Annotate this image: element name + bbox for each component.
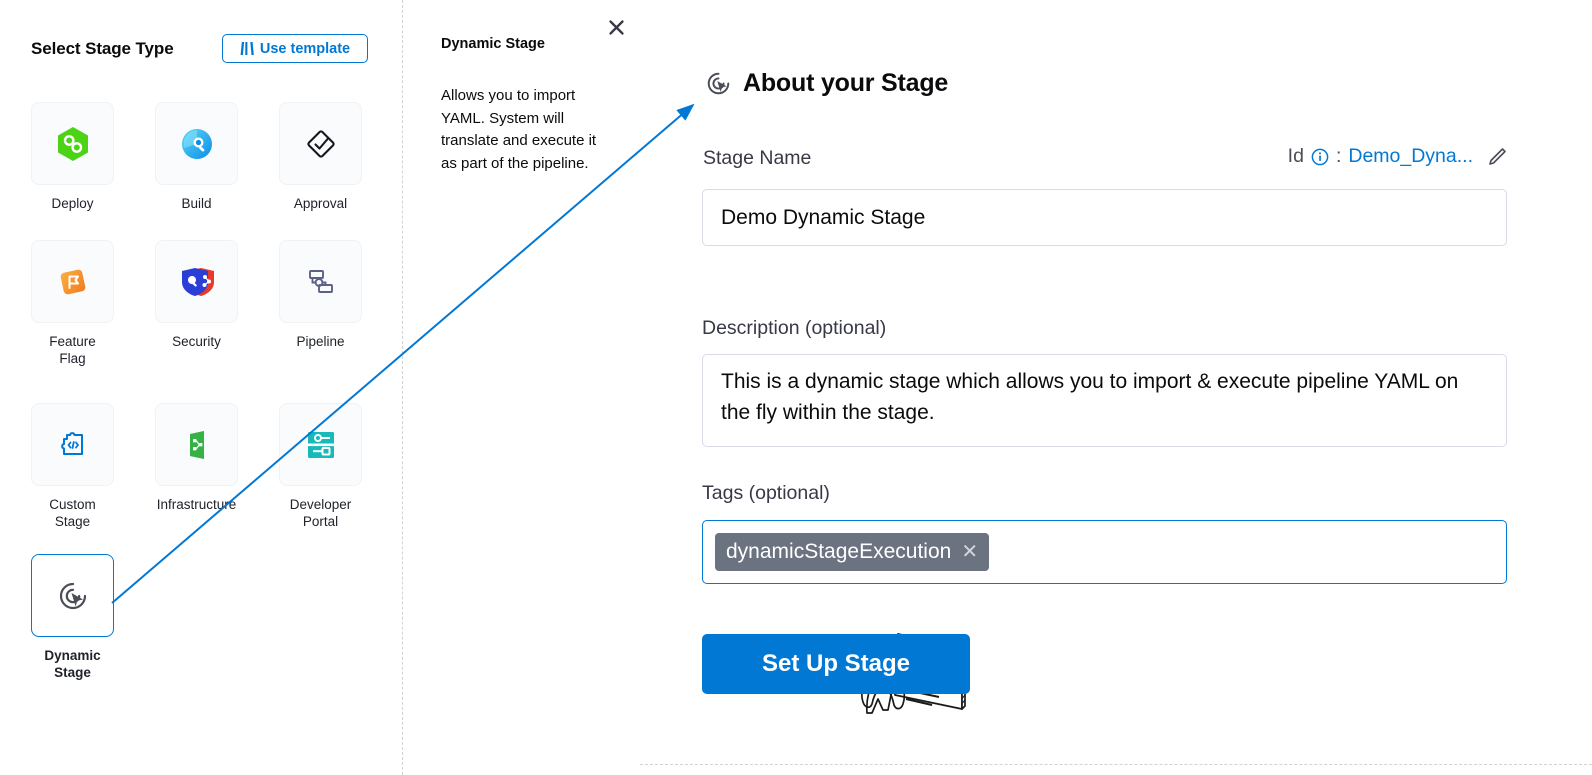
stage-card[interactable] [31,403,114,486]
tags-label: Tags (optional) [702,482,830,505]
infrastructure-cube-icon [181,428,213,462]
page-title: Select Stage Type [31,39,174,59]
security-shields-icon [178,265,216,299]
stage-info-panel: Dynamic Stage Allows you to import YAML.… [403,0,639,775]
pipeline-nodes-icon [304,265,338,299]
stage-type-dynamic-stage[interactable]: Dynamic Stage [31,554,114,681]
stage-type-label: Feature Flag [49,333,96,367]
stage-type-label: Developer Portal [290,496,352,530]
stage-type-infrastructure[interactable]: Infrastructure [155,403,238,530]
stage-name-label-row: Stage Name Id : Demo_Dyna... [703,145,1508,177]
use-template-label: Use template [260,41,350,57]
stage-type-row: Deploy [31,102,371,212]
approval-diamond-check-icon [303,126,339,162]
use-template-button[interactable]: Use template [222,34,368,63]
stage-type-label: Security [172,333,221,350]
stage-card[interactable] [31,102,114,185]
stage-id-block[interactable]: Id : Demo_Dyna... [1288,145,1508,168]
stage-type-build[interactable]: Build [155,102,238,212]
stage-type-label: Build [181,195,211,212]
stage-type-label: Pipeline [296,333,344,350]
set-up-stage-button[interactable]: Set Up Stage [702,634,970,694]
stage-info-description: Allows you to import YAML. System will t… [441,85,606,175]
stage-name-label: Stage Name [703,147,811,170]
about-heading-row: About your Stage [703,68,948,99]
left-panel-header: Select Stage Type Use template [31,36,371,66]
stage-type-grid: Deploy [31,102,371,692]
stage-card[interactable] [279,240,362,323]
page-heading: About your Stage [743,69,948,98]
bottom-divider [640,764,1592,765]
stage-type-label: Approval [294,195,347,212]
select-stage-type-panel: Select Stage Type Use template [0,0,402,775]
dynamic-stage-cursor-target-icon [54,577,92,615]
stage-id-separator: : [1336,145,1341,168]
stage-type-custom-stage[interactable]: Custom Stage [31,403,114,530]
close-small-icon[interactable]: ✕ [961,542,978,562]
stage-type-pipeline[interactable]: Pipeline [279,240,362,367]
developer-portal-panel-icon [304,429,338,461]
dynamic-stage-cursor-target-icon [703,68,734,99]
stage-card[interactable] [31,240,114,323]
stage-card[interactable] [279,403,362,486]
feature-flag-icon [55,264,91,300]
stage-info-title: Dynamic Stage [441,36,545,52]
close-icon[interactable] [603,14,629,40]
stage-type-row: Feature Flag [31,240,371,367]
template-bars-icon [240,42,255,55]
tag-chip-label: dynamicStageExecution [726,540,951,564]
stage-type-label: Infrastructure [157,496,237,513]
tag-chip: dynamicStageExecution ✕ [715,533,989,571]
stage-card[interactable] [155,403,238,486]
stage-type-deploy[interactable]: Deploy [31,102,114,212]
deploy-hexagon-infinity-icon [55,125,91,163]
build-magnifier-circle-icon [179,126,215,162]
stage-card[interactable] [279,102,362,185]
description-label: Description (optional) [702,317,886,340]
stage-type-approval[interactable]: Approval [279,102,362,212]
stage-card[interactable] [155,240,238,323]
stage-type-row: Dynamic Stage [31,554,371,681]
tags-input[interactable]: dynamicStageExecution ✕ [702,520,1507,584]
stage-type-security[interactable]: Security [155,240,238,367]
stage-id-label: Id [1288,145,1304,168]
stage-name-input[interactable] [702,189,1507,246]
stage-id-value: Demo_Dyna... [1348,145,1473,168]
stage-type-label: Custom Stage [49,496,96,530]
stage-type-label: Dynamic Stage [44,647,100,681]
stage-card-selected[interactable] [31,554,114,637]
stage-type-row: Custom Stage [31,403,371,530]
description-textarea[interactable] [702,354,1507,447]
stage-type-developer-portal[interactable]: Developer Portal [279,403,362,530]
pencil-icon[interactable] [1486,146,1508,168]
info-circle-icon[interactable] [1311,148,1329,166]
stage-type-feature-flag[interactable]: Feature Flag [31,240,114,367]
custom-stage-puzzle-code-icon [56,428,90,462]
stage-card[interactable] [155,102,238,185]
stage-type-label: Deploy [51,195,93,212]
